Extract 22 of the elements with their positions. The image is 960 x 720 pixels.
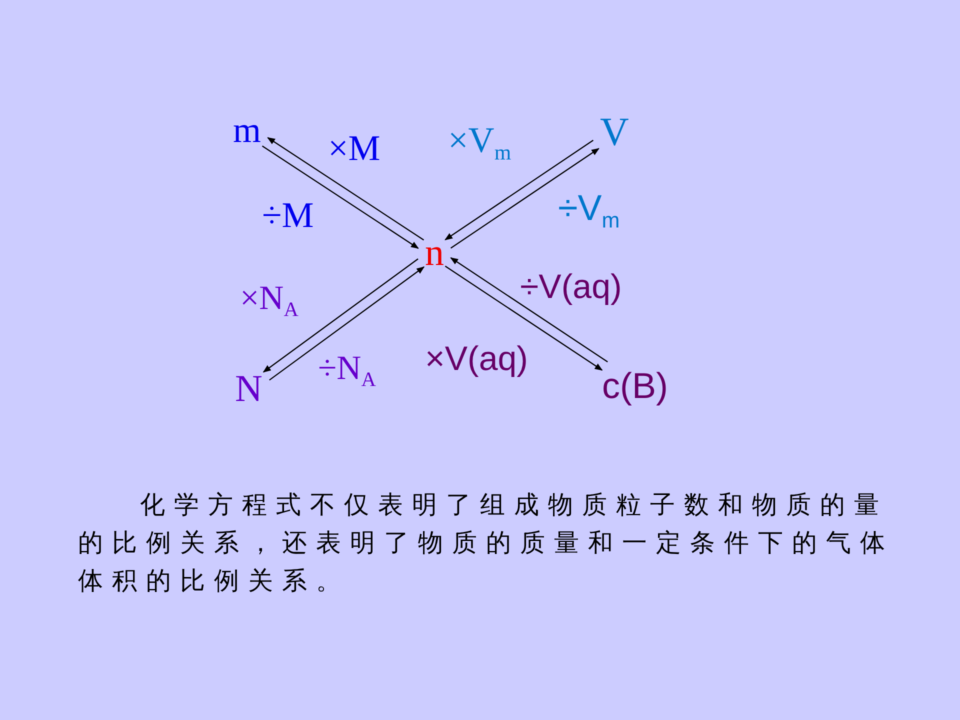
quantity-symbol: N: [235, 370, 262, 408]
paragraph: 化学方程式不仅表明了组成物质粒子数和物质的量的比例关系，还表明了物质的质量和一定条件下的气体体积的比例关系。: [78, 489, 895, 597]
edge-label: ÷N$_{A}$: [318, 352, 376, 391]
quantity-symbol: m: [233, 112, 262, 148]
edge-label: ×M: [328, 130, 380, 166]
edge-label: ×N$_{A}$: [240, 282, 298, 321]
quantity-symbol: V: [600, 112, 629, 152]
arrow: [444, 266, 603, 371]
edge-label: ÷V(aq): [520, 270, 622, 304]
quantity-symbol: n: [425, 234, 444, 272]
arrow: [262, 258, 418, 372]
edge-label: ×V(aq): [425, 342, 528, 376]
arrow: [269, 266, 425, 381]
arrow: [450, 257, 608, 362]
arrow: [262, 146, 419, 249]
arrow: [450, 148, 600, 249]
edge-label: ÷M: [262, 197, 314, 233]
arrow: [267, 137, 424, 240]
edge-label: ÷V$_{m}$: [558, 190, 620, 232]
quantity-symbol: c(B): [602, 368, 668, 404]
edge-label: ×V$_{m}$: [448, 122, 512, 164]
arrow: [444, 140, 594, 240]
